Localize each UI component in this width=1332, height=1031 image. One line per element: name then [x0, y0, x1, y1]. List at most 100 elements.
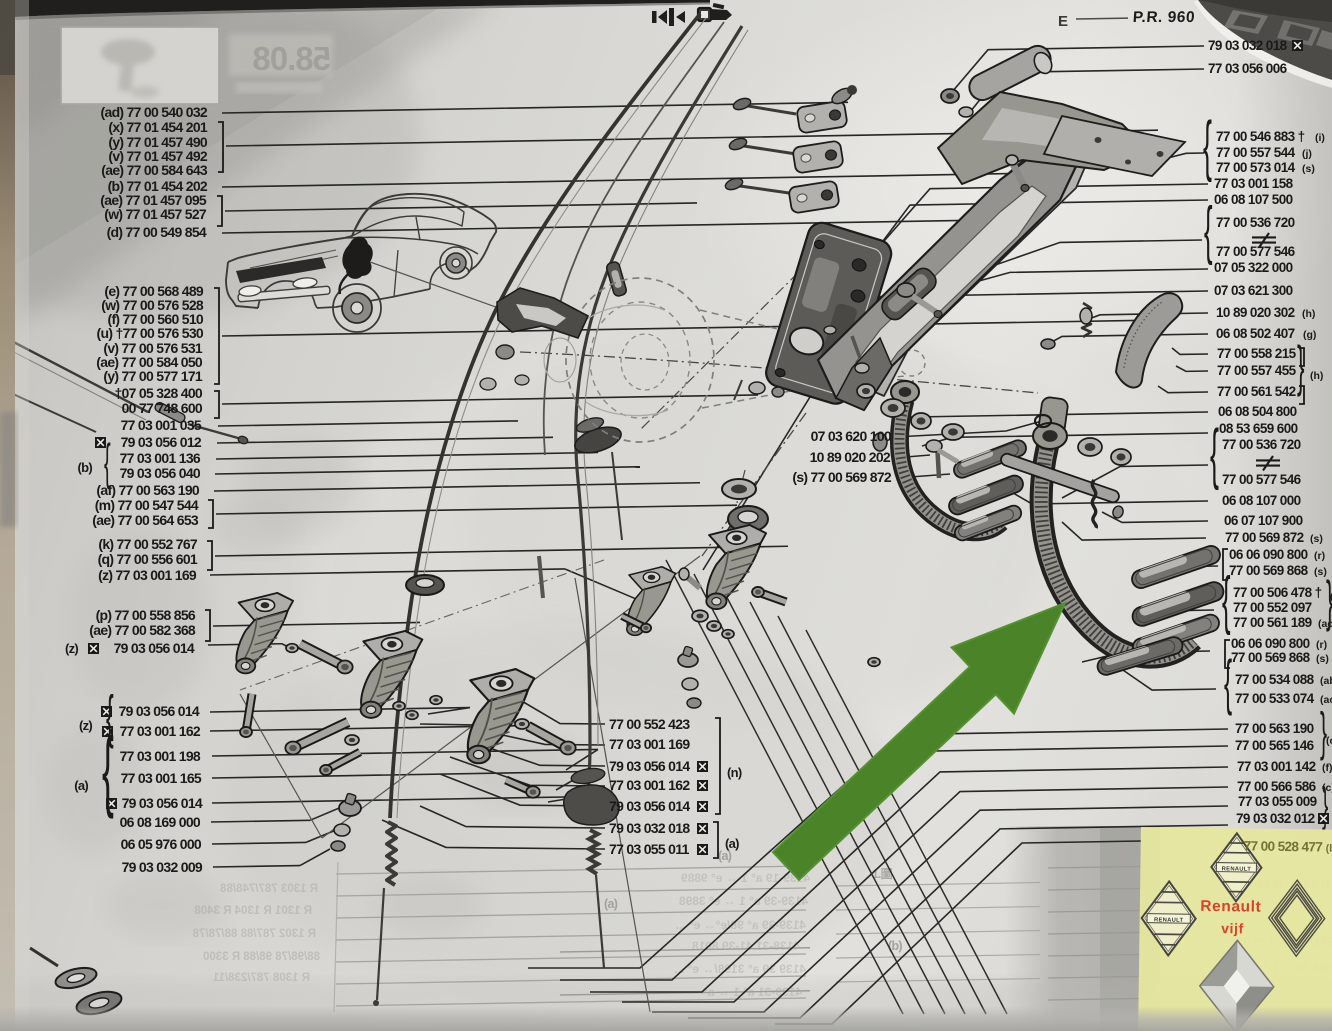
svg-text:{: {: [1203, 108, 1212, 183]
svg-text:(ae) 77 00 584 050: (ae) 77 00 584 050: [96, 354, 203, 370]
svg-text:77 00 536 720: 77 00 536 720: [1222, 437, 1301, 452]
svg-text:77 00 569 868: 77 00 569 868: [1231, 650, 1311, 665]
svg-text:(z): (z): [79, 718, 92, 733]
svg-text:77 03 001 136: 77 03 001 136: [120, 450, 201, 466]
svg-text:06 08 504 800: 06 08 504 800: [1218, 404, 1297, 419]
svg-text:77 00 565 146: 77 00 565 146: [1235, 738, 1315, 753]
svg-text:Renault: Renault: [1200, 898, 1261, 916]
svg-text:(z) 77 03 001 169: (z) 77 03 001 169: [98, 567, 197, 583]
svg-text:79 03 056 014: 79 03 056 014: [609, 758, 690, 774]
svg-text:(g): (g): [1303, 329, 1316, 341]
svg-text:(c): (c): [1326, 735, 1332, 747]
svg-text:(a): (a): [725, 836, 739, 851]
svg-text:77 00 569 868: 77 00 569 868: [1229, 563, 1309, 578]
svg-text:77 00 557 455: 77 00 557 455: [1217, 363, 1297, 378]
svg-text:RENAULT: RENAULT: [1154, 917, 1184, 923]
svg-text:(b): (b): [78, 460, 93, 475]
svg-text:77 00 557 544: 77 00 557 544: [1216, 145, 1296, 160]
svg-text:77 00 528 477: 77 00 528 477: [1244, 838, 1323, 854]
svg-text:77 03 055 009: 77 03 055 009: [1238, 794, 1317, 809]
svg-text:RENAULT: RENAULT: [1222, 866, 1252, 872]
svg-text:08 53 659 600: 08 53 659 600: [1219, 421, 1298, 436]
svg-text:†07 05 328 400: †07 05 328 400: [114, 385, 202, 401]
svg-text:(ae) 77 00 584 643: (ae) 77 00 584 643: [101, 162, 208, 178]
svg-text:{: {: [102, 721, 114, 819]
svg-text:(r): (r): [1314, 550, 1325, 562]
svg-text:1.圖: 1.圖: [872, 867, 893, 881]
svg-text:06 07 107 900: 06 07 107 900: [1224, 513, 1303, 528]
svg-text:77 03 001 035: 77 03 001 035: [121, 417, 202, 433]
svg-text:07 05 322 000: 07 05 322 000: [1214, 260, 1293, 275]
svg-text:79 03 056 014: 79 03 056 014: [122, 795, 203, 811]
svg-text:06 06 090 800: 06 06 090 800: [1231, 636, 1310, 651]
svg-text:79 03 032 012: 79 03 032 012: [1236, 811, 1315, 826]
svg-text:(ad) 77 00 540 032: (ad) 77 00 540 032: [101, 104, 208, 120]
svg-text:77 00 561 189: 77 00 561 189: [1233, 615, 1312, 630]
svg-text:{: {: [1204, 195, 1213, 266]
svg-text:(b): (b): [1326, 843, 1332, 855]
svg-text:79 03 056 014: 79 03 056 014: [609, 798, 690, 814]
svg-text:E: E: [1058, 13, 1068, 30]
svg-text:79 03 056 012: 79 03 056 012: [121, 434, 202, 450]
svg-text:06 08 107 000: 06 08 107 000: [1222, 493, 1301, 508]
svg-text:77 00 546 883 †: 77 00 546 883 †: [1216, 129, 1305, 144]
svg-text:(q) 77 00 556 601: (q) 77 00 556 601: [98, 551, 198, 567]
svg-text:77 00 573 014: 77 00 573 014: [1216, 160, 1296, 175]
svg-text:(a): (a): [74, 778, 88, 793]
svg-text:(y) 77 00 577 171: (y) 77 00 577 171: [103, 368, 203, 384]
svg-text:}: }: [1326, 570, 1332, 633]
svg-text:(j): (j): [1302, 148, 1312, 160]
svg-text:{: {: [1210, 416, 1219, 491]
svg-text:(k) 77 00 552 767: (k) 77 00 552 767: [98, 536, 198, 552]
svg-text:(f): (f): [1322, 762, 1332, 774]
svg-text:77 03 001 142: 77 03 001 142: [1237, 759, 1316, 774]
svg-text:(w) 77 01 457 527: (w) 77 01 457 527: [104, 206, 207, 222]
svg-text:77 00 561 542: 77 00 561 542: [1217, 384, 1296, 399]
svg-text:77 00 552 423: 77 00 552 423: [609, 716, 690, 732]
svg-text:06 08 169 000: 06 08 169 000: [120, 814, 201, 830]
svg-text:77 00 577 546: 77 00 577 546: [1222, 472, 1302, 487]
svg-text:(ac): (ac): [1320, 694, 1332, 706]
svg-text:{: {: [106, 685, 114, 749]
svg-text:77 03 001 198: 77 03 001 198: [120, 748, 201, 764]
svg-text:77 03 001 169: 77 03 001 169: [609, 736, 690, 752]
svg-text:(i): (i): [1315, 132, 1325, 144]
svg-text:79 03 032 009: 79 03 032 009: [122, 859, 203, 875]
svg-text:77 03 001 162: 77 03 001 162: [120, 723, 201, 739]
svg-text:(y) 77 01 457 490: (y) 77 01 457 490: [108, 134, 208, 150]
svg-text:(r): (r): [1316, 639, 1327, 651]
svg-text:77 00 566 586: 77 00 566 586: [1237, 779, 1317, 794]
svg-text:(b): (b): [888, 939, 902, 953]
svg-text:(s): (s): [1302, 163, 1315, 175]
svg-text:06 08 502 407: 06 08 502 407: [1216, 326, 1295, 341]
svg-text:(u) †77 00 576 530: (u) †77 00 576 530: [97, 325, 204, 341]
svg-text:10 89 020 202: 10 89 020 202: [810, 449, 891, 465]
svg-text:(a): (a): [718, 849, 732, 863]
svg-text:58.08: 58.08: [253, 40, 331, 77]
svg-text:07 03 620 100: 07 03 620 100: [811, 428, 892, 444]
svg-text:(d) 77 00 549 854: (d) 77 00 549 854: [107, 224, 207, 240]
svg-text:77 00 569 872: 77 00 569 872: [1225, 530, 1304, 545]
svg-text:77 00 533 074: 77 00 533 074: [1235, 691, 1315, 706]
svg-text:(v) 77 00 576 531: (v) 77 00 576 531: [103, 340, 203, 356]
svg-text:(h): (h): [1302, 308, 1315, 320]
svg-text:(s) 77 00 569 872: (s) 77 00 569 872: [792, 469, 892, 485]
svg-text:79 03 032 018: 79 03 032 018: [609, 820, 690, 836]
svg-text:4139-31 a° 1 ↔ a°: 4139-31 a° 1 ↔ a°: [703, 985, 802, 999]
svg-text:77 00 552 097: 77 00 552 097: [1233, 600, 1312, 615]
svg-text:(ab): (ab): [1320, 675, 1332, 687]
svg-text:77 03 001 162: 77 03 001 162: [609, 777, 690, 793]
svg-text:06 05 976 000: 06 05 976 000: [121, 836, 202, 852]
svg-text:(c): (c): [1322, 782, 1332, 794]
svg-text:(e) 77 00 568 489: (e) 77 00 568 489: [104, 283, 204, 299]
svg-text:77 00 563 190: 77 00 563 190: [1235, 721, 1314, 736]
svg-text:(w) 77 00 576 528: (w) 77 00 576 528: [101, 297, 204, 313]
svg-text:77 03 056 006: 77 03 056 006: [1208, 61, 1288, 76]
svg-text:(p) 77 00 558 856: (p) 77 00 558 856: [96, 607, 196, 623]
svg-text:{: {: [104, 436, 111, 491]
svg-text:06 06 090 800: 06 06 090 800: [1229, 547, 1308, 562]
svg-text:}: }: [1320, 701, 1327, 761]
svg-text:(h): (h): [1310, 370, 1323, 382]
svg-text:(ab: (ab: [1330, 591, 1332, 603]
svg-text:(s): (s): [1310, 533, 1323, 545]
